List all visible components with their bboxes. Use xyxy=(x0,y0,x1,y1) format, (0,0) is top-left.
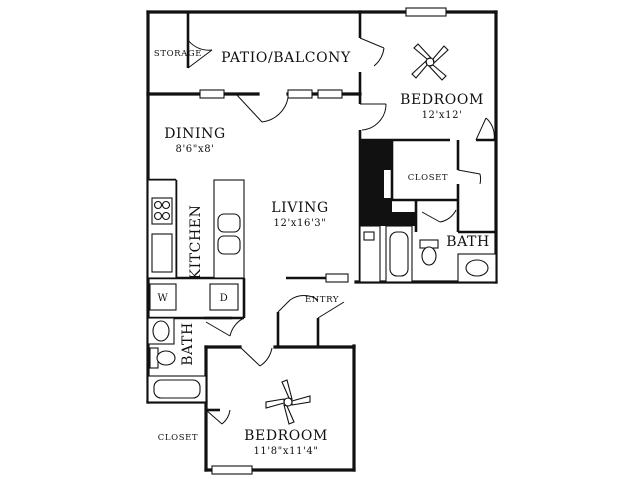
window-patio-2 xyxy=(287,89,313,99)
window-patio-3 xyxy=(317,89,343,99)
dining-size: 8'6"x8' xyxy=(175,144,214,155)
bedroom2-label: BEDROOM xyxy=(244,428,328,444)
ceiling-fan-icon xyxy=(411,43,449,81)
living-label: LIVING xyxy=(271,200,329,216)
room-labels: STORAGE PATIO/BALCONY BEDROOM 12'x12' DI… xyxy=(154,49,490,457)
sink-1 xyxy=(465,259,489,277)
windows xyxy=(199,7,447,475)
bath1-fixtures xyxy=(359,225,497,283)
dryer-label: D xyxy=(220,293,229,304)
stove-icon xyxy=(151,197,173,225)
bedroom1-size: 12'x12' xyxy=(422,110,463,121)
patio-label: PATIO/BALCONY xyxy=(221,50,351,66)
sink-2 xyxy=(152,320,170,342)
living-size: 12'x16'3" xyxy=(274,218,327,229)
kitchen-fixtures xyxy=(147,179,245,311)
sink-basin-1 xyxy=(217,213,241,233)
bedroom1-label: BEDROOM xyxy=(400,92,484,108)
washer-label: W xyxy=(158,293,169,304)
bedroom2-size: 11'8"x11'4" xyxy=(253,446,318,457)
toilet-1 xyxy=(421,246,437,266)
chase-blocks xyxy=(360,140,416,226)
bath2-fixtures xyxy=(147,317,207,403)
window-patio-1 xyxy=(199,89,225,99)
closet1-label: CLOSET xyxy=(408,173,448,183)
dining-label: DINING xyxy=(164,126,226,142)
doors xyxy=(187,37,495,425)
dryer xyxy=(209,283,239,311)
bath1-label: BATH xyxy=(446,234,490,250)
storage-label: STORAGE xyxy=(154,49,202,59)
sink-basin-2 xyxy=(217,235,241,255)
toilet-2 xyxy=(156,350,176,366)
bath2-label: BATH xyxy=(180,322,196,366)
window-bedroom2 xyxy=(211,465,253,475)
fridge-icon xyxy=(151,233,173,273)
kitchen-label: KITCHEN xyxy=(188,205,204,280)
window-living xyxy=(325,273,349,283)
closet2-label: CLOSET xyxy=(158,433,198,443)
window-bedroom1 xyxy=(405,7,447,17)
ceiling-fan-icon xyxy=(265,379,311,425)
entry-label: ENTRY xyxy=(305,295,339,305)
washer xyxy=(149,283,177,311)
